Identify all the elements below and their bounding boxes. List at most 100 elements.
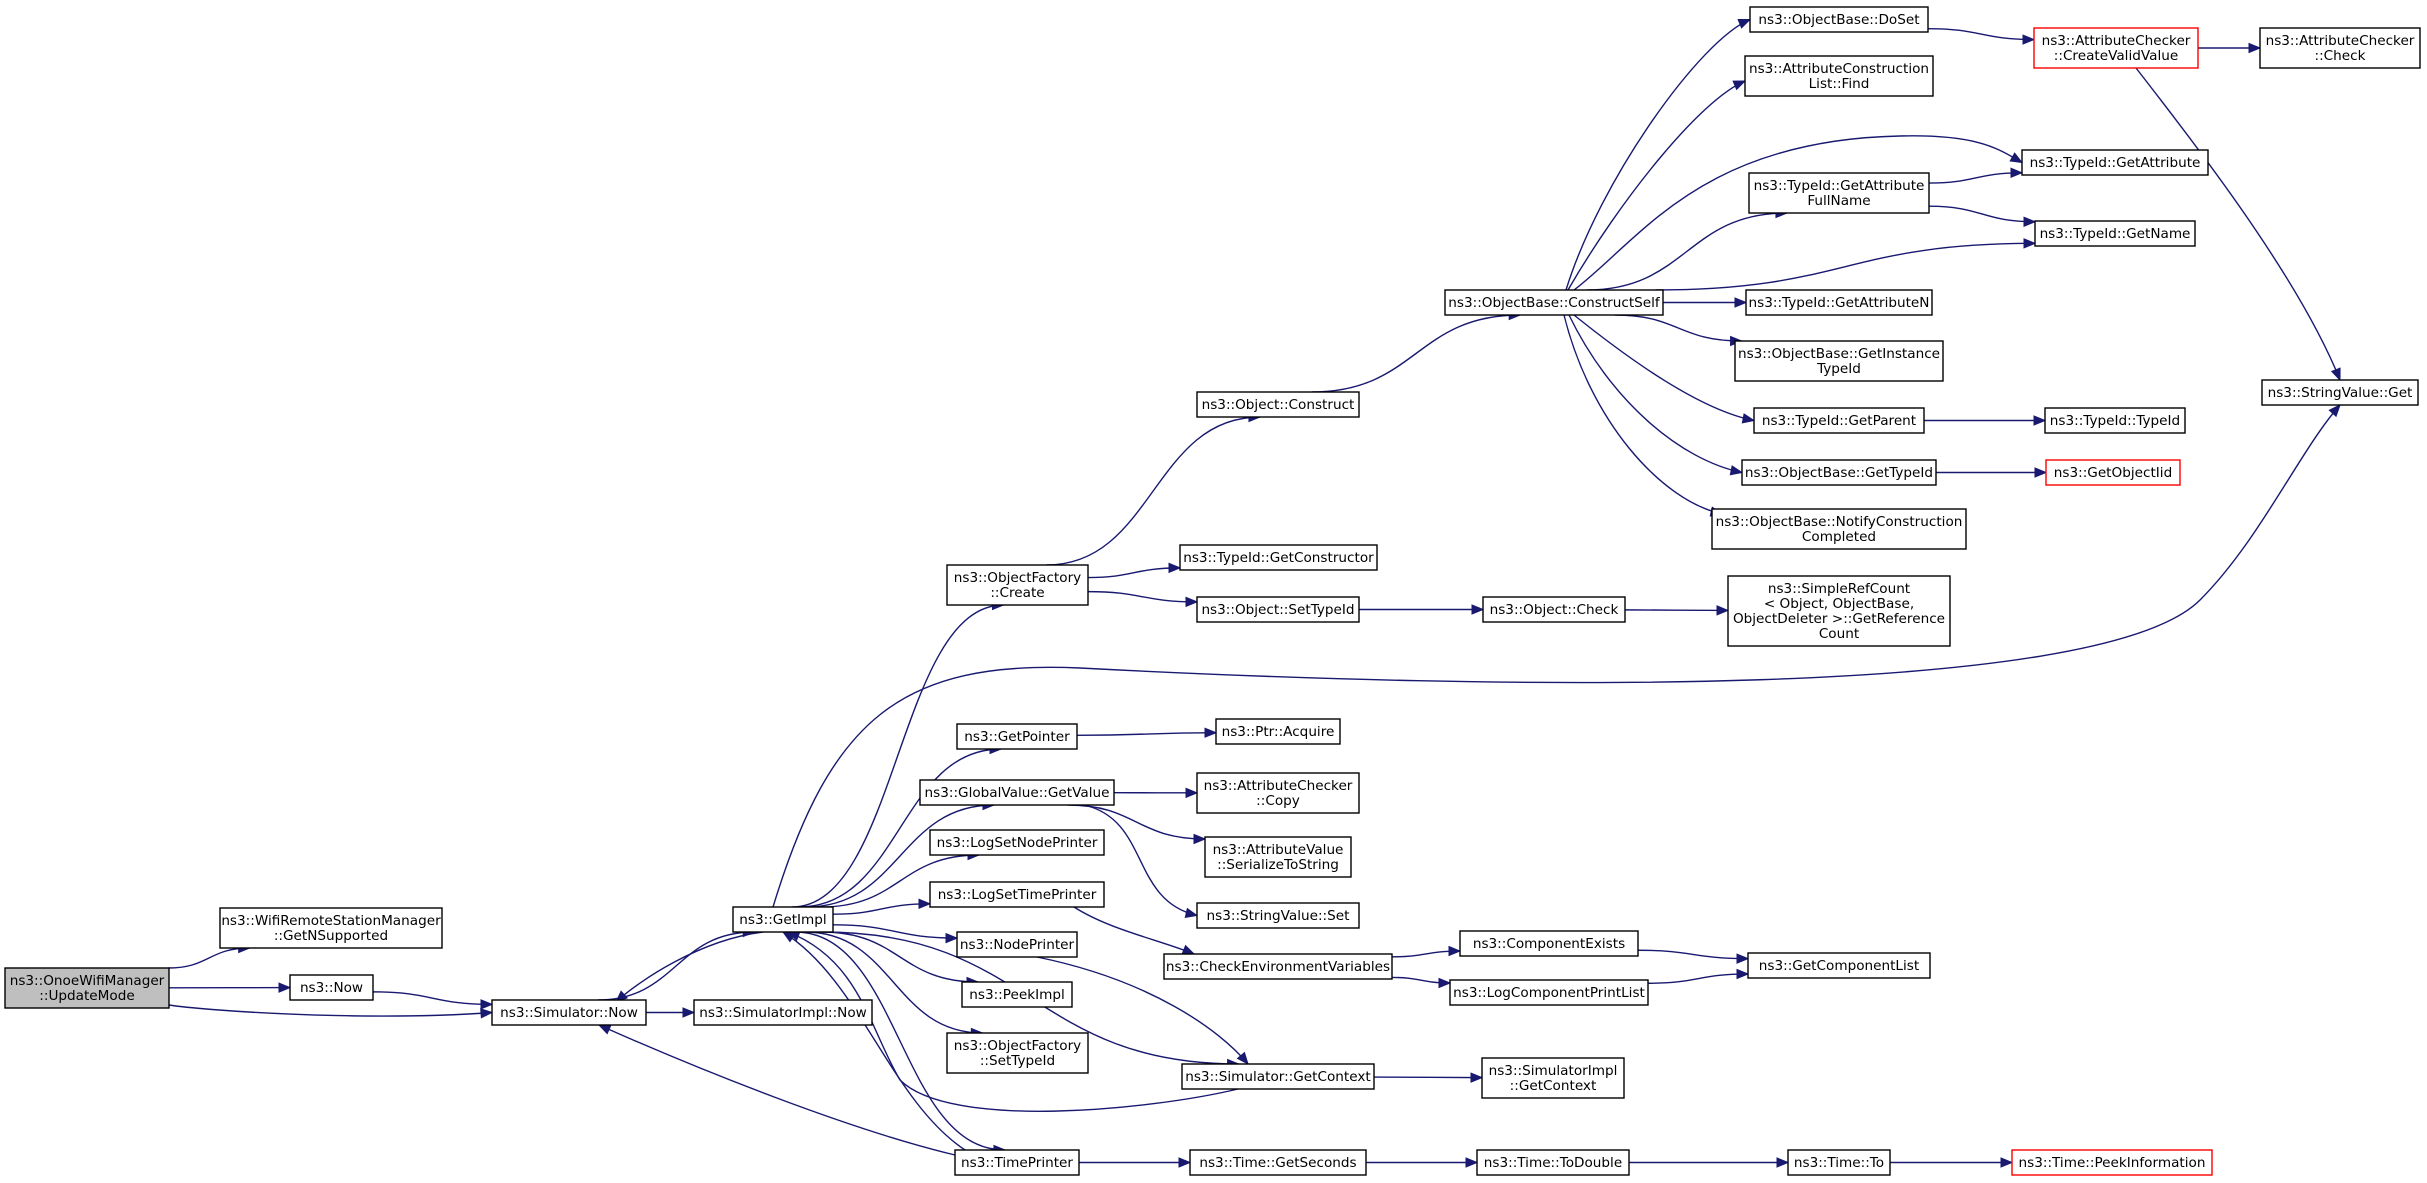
edge-timeprinter-to-getimpl: [781, 931, 966, 1151]
node-box: [929, 881, 1105, 908]
node-box: [1749, 6, 1929, 33]
node-accopy[interactable]: ns3::AttributeChecker::Copy: [1196, 772, 1360, 814]
node-label: Completed: [1802, 529, 1876, 545]
edge-getattrfullname-to-getname: [1928, 205, 2037, 228]
node-createvalid[interactable]: ns3::AttributeChecker::CreateValidValue: [2033, 27, 2199, 69]
node-todouble[interactable]: ns3::Time::ToDouble: [1476, 1149, 1630, 1176]
node-label: ::Check: [2315, 48, 2366, 64]
node-simimplnow[interactable]: ns3::SimulatorImpl::Now: [693, 999, 873, 1026]
edge-constructself-to-aclfind: [1567, 80, 1747, 291]
node-timeto[interactable]: ns3::Time::To: [1787, 1149, 1891, 1176]
node-getnsup[interactable]: ns3::WifiRemoteStationManager::GetNSuppo…: [219, 907, 443, 949]
node-objconstruct[interactable]: ns3::Object::Construct: [1196, 391, 1360, 418]
node-simgetcontext[interactable]: ns3::Simulator::GetContext: [1181, 1063, 1375, 1090]
node-getattribute[interactable]: ns3::TypeId::GetAttribute: [2021, 149, 2209, 176]
node-compexists[interactable]: ns3::ComponentExists: [1459, 930, 1639, 957]
edge-getparent-to-typeidtypeid: [1923, 415, 2047, 426]
edge-line: [832, 924, 958, 939]
arrowhead: [945, 932, 959, 944]
edge-line: [1311, 314, 1521, 393]
node-objcheck[interactable]: ns3::Object::Check: [1482, 596, 1626, 623]
node-now[interactable]: ns3::Now: [289, 974, 374, 1001]
edge-line: [1928, 172, 2023, 184]
node-label: ns3::GlobalValue::GetValue: [925, 785, 1110, 801]
node-peekinfo[interactable]: ns3::Time::PeekInformation: [2011, 1149, 2213, 1176]
node-getobjectiid[interactable]: ns3::GetObjectIid: [2045, 459, 2181, 486]
node-root: ns3::OnoeWifiManager::UpdateMode: [4, 967, 170, 1009]
node-box: [1787, 1149, 1891, 1176]
edge-line: [1586, 212, 1787, 291]
edge-compexists-to-getcomplist: [1637, 949, 1750, 964]
node-simplerefcount[interactable]: ns3::SimpleRefCount< Object, ObjectBase,…: [1727, 575, 1951, 647]
nodes: ns3::OnoeWifiManager::UpdateMode ns3::Wif…: [4, 6, 2421, 1176]
edge-line: [791, 604, 1004, 908]
node-box: [1745, 289, 1933, 316]
arrowhead: [918, 898, 932, 910]
edge-constructself-to-getparent: [1573, 314, 1756, 424]
node-label: ns3::TypeId::GetConstructor: [1183, 550, 1374, 566]
node-ptracquire[interactable]: ns3::Ptr::Acquire: [1215, 718, 1341, 745]
edge-line: [1087, 567, 1181, 579]
node-label: ns3::ObjectBase::NotifyConstruction: [1716, 514, 1963, 530]
edge-line: [1614, 314, 1742, 342]
node-getconstructor[interactable]: ns3::TypeId::GetConstructor: [1179, 544, 1378, 571]
node-svset[interactable]: ns3::StringValue::Set: [1196, 902, 1360, 929]
node-getimpl[interactable]: ns3::GetImpl: [732, 906, 834, 933]
node-box: [956, 931, 1078, 958]
node-label: ns3::TypeId::TypeId: [2050, 413, 2180, 429]
node-peekimpl[interactable]: ns3::PeekImpl: [961, 981, 1073, 1008]
arrowhead: [1470, 1072, 1484, 1083]
node-nodeprinter[interactable]: ns3::NodePrinter: [956, 931, 1078, 958]
node-getattributen[interactable]: ns3::TypeId::GetAttributeN: [1745, 289, 1933, 316]
node-label: ns3::Ptr::Acquire: [1222, 724, 1335, 740]
node-box: [954, 1149, 1080, 1176]
node-avserialize[interactable]: ns3::AttributeValue::SerializeToString: [1204, 836, 1352, 878]
node-label: ns3::AttributeConstruction: [1749, 61, 1929, 77]
edge-line: [168, 947, 250, 969]
node-constructself[interactable]: ns3::ObjectBase::ConstructSelf: [1444, 289, 1664, 316]
node-obgettypeid[interactable]: ns3::ObjectBase::GetTypeId: [1741, 459, 1937, 486]
node-box: [1459, 930, 1639, 957]
node-doset[interactable]: ns3::ObjectBase::DoSet: [1749, 6, 1929, 33]
node-simimplgetcontext[interactable]: ns3::SimulatorImpl::GetContext: [1481, 1057, 1625, 1099]
node-objsettypeid[interactable]: ns3::Object::SetTypeId: [1196, 596, 1360, 623]
node-logtime[interactable]: ns3::LogSetTimePrinter: [929, 881, 1105, 908]
node-gvgetvalue[interactable]: ns3::GlobalValue::GetValue: [919, 779, 1115, 806]
edge-line: [1565, 18, 1751, 291]
node-box: [1444, 289, 1664, 316]
edge-line: [832, 903, 931, 915]
node-typeidtypeid[interactable]: ns3::TypeId::TypeId: [2044, 407, 2186, 434]
arrowhead: [1732, 80, 1747, 91]
node-label: ns3::SimulatorImpl::Now: [699, 1005, 867, 1021]
node-label: ns3::GetComponentList: [1759, 958, 1919, 974]
node-getpointer[interactable]: ns3::GetPointer: [956, 723, 1078, 750]
node-simnow[interactable]: ns3::Simulator::Now: [491, 999, 647, 1026]
node-svget[interactable]: ns3::StringValue::Get: [2261, 379, 2419, 406]
edge-constructself-to-doset: [1565, 18, 1752, 291]
edge-line: [1563, 314, 1723, 515]
node-logcompprint[interactable]: ns3::LogComponentPrintList: [1449, 979, 1649, 1006]
node-checkenv[interactable]: ns3::CheckEnvironmentVariables: [1163, 953, 1393, 980]
node-lognode[interactable]: ns3::LogSetNodePrinter: [929, 829, 1105, 856]
node-getname[interactable]: ns3::TypeId::GetName: [2034, 220, 2196, 247]
node-getcomplist[interactable]: ns3::GetComponentList: [1747, 952, 1931, 979]
node-ofsettypeid[interactable]: ns3::ObjectFactory::SetTypeId: [946, 1032, 1089, 1074]
node-notifyconstruction[interactable]: ns3::ObjectBase::NotifyConstructionCompl…: [1711, 508, 1967, 550]
node-getseconds[interactable]: ns3::Time::GetSeconds: [1189, 1149, 1367, 1176]
node-ofcreate[interactable]: ns3::ObjectFactory::Create: [946, 564, 1089, 606]
node-box: [2021, 149, 2209, 176]
node-timeprinter[interactable]: ns3::TimePrinter: [954, 1149, 1080, 1176]
edge-createvalid-to-accheck: [2198, 42, 2262, 54]
node-accheck[interactable]: ns3::AttributeChecker::Check: [2259, 27, 2421, 69]
edge-line: [1087, 590, 1198, 603]
edge-constructself-to-getinstancetypeid: [1614, 314, 1743, 347]
arrowhead: [682, 1007, 696, 1018]
node-box: [1196, 391, 1360, 418]
node-label: ns3::LogComponentPrintList: [1453, 985, 1645, 1001]
node-getparent[interactable]: ns3::TypeId::GetParent: [1753, 407, 1925, 434]
edge-gvgetvalue-to-svset: [1083, 804, 1199, 919]
